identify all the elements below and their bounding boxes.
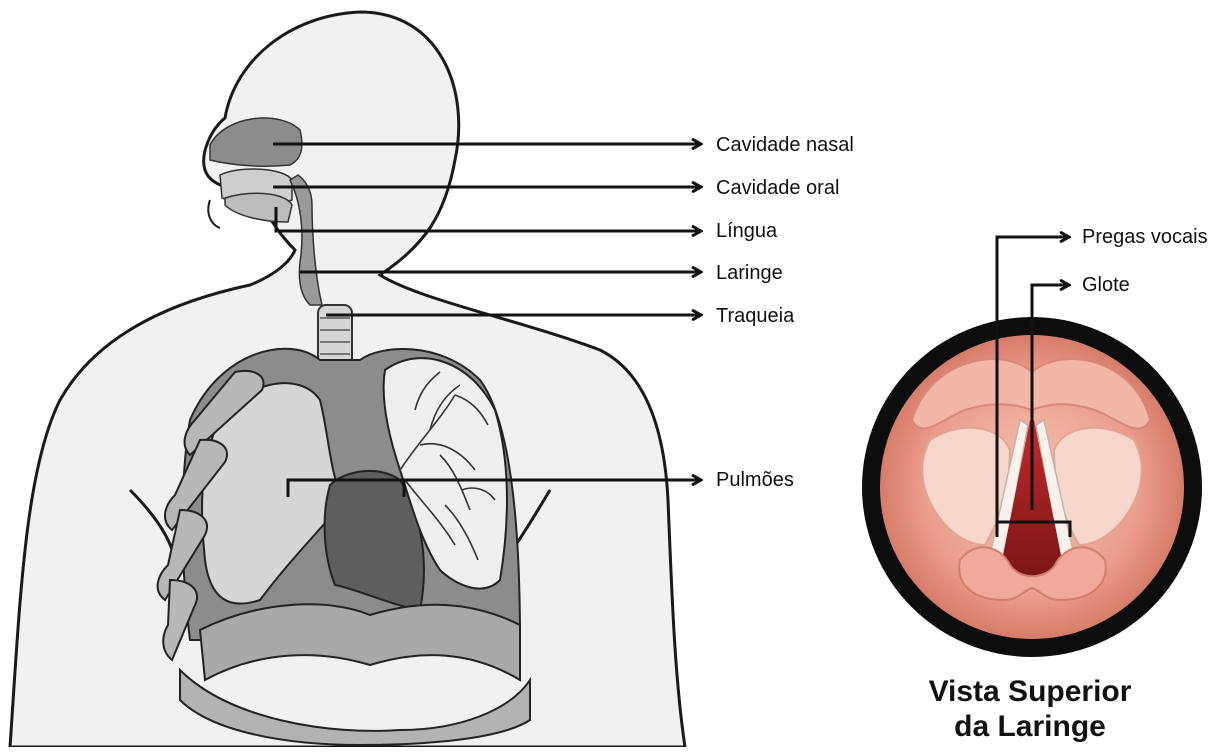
chin-outline	[208, 200, 220, 228]
label-cavidade-nasal: Cavidade nasal	[716, 133, 854, 157]
caption-line-2: da Laringe	[880, 707, 1180, 747]
label-pulmoes: Pulmões	[716, 468, 794, 492]
label-laringe: Laringe	[716, 261, 783, 285]
label-pregas-vocais: Pregas vocais	[1082, 225, 1208, 249]
label-traqueia: Traqueia	[716, 304, 794, 328]
larynx-view	[862, 237, 1202, 657]
tongue-shape	[225, 193, 292, 222]
label-lingua: Língua	[716, 219, 777, 243]
label-glote: Glote	[1082, 273, 1130, 297]
label-cavidade-oral: Cavidade oral	[716, 176, 839, 200]
caption-line-1: Vista Superior	[880, 672, 1180, 712]
